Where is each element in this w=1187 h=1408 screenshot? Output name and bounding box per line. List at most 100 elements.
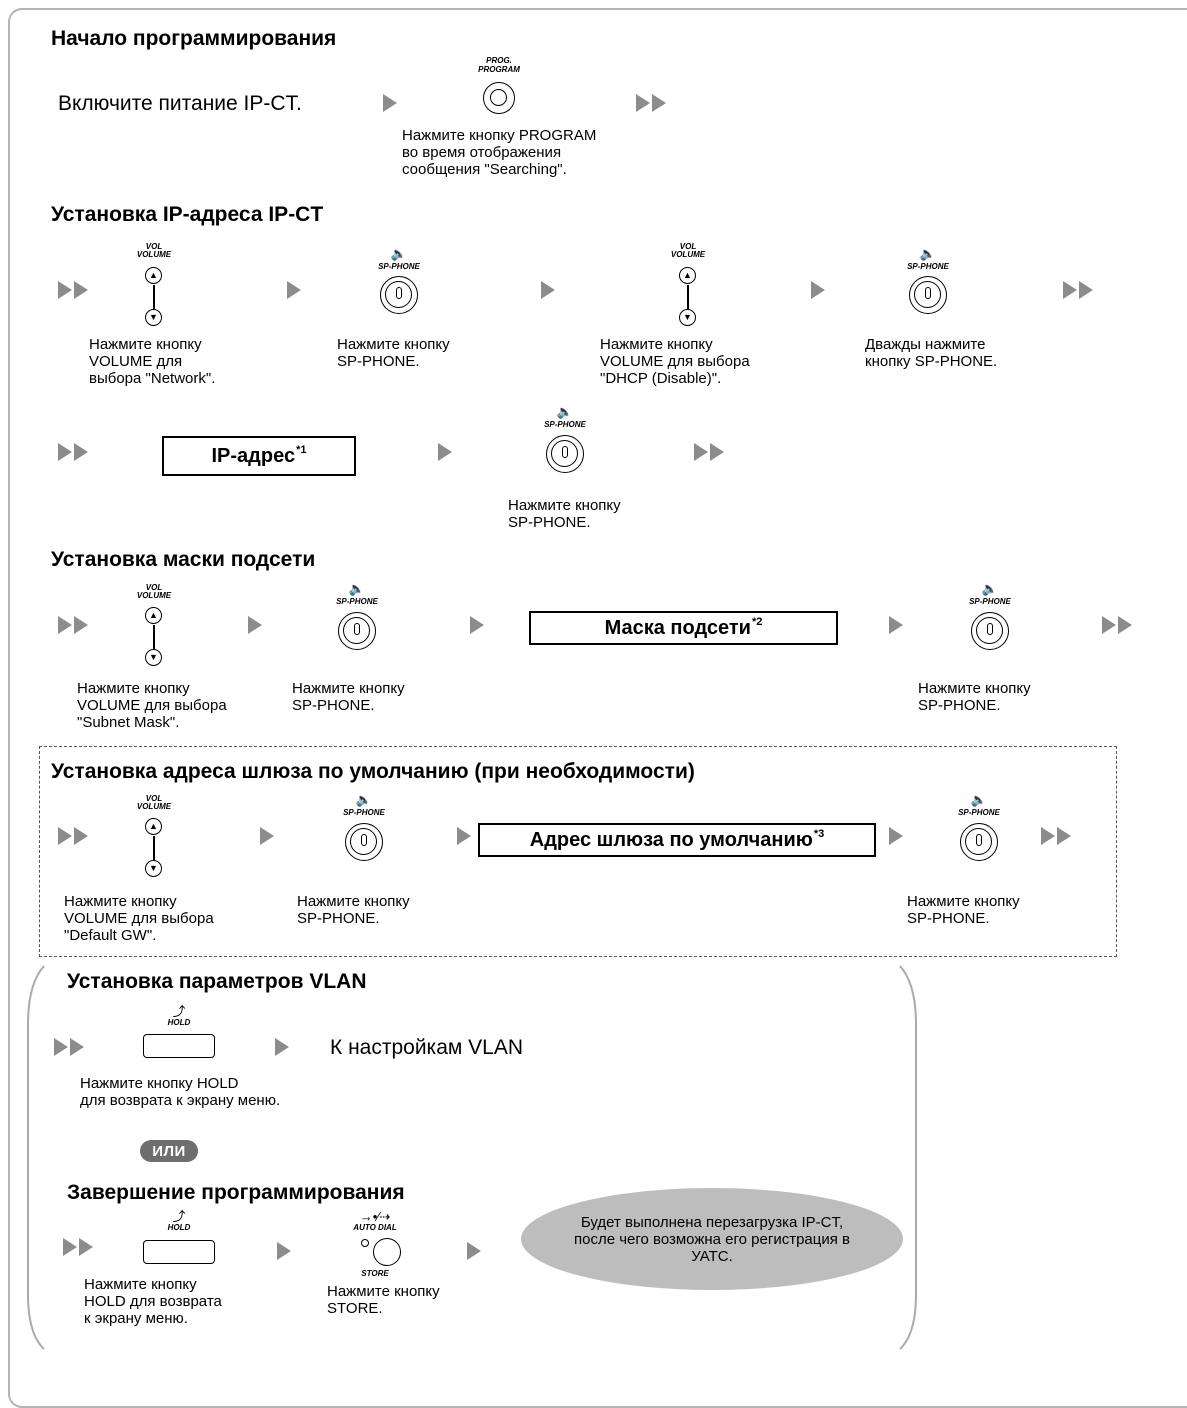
power-on-text: Включите питание IP-CT. [58,92,302,115]
arrow [275,1038,289,1056]
speaker-icon: 🔈 [355,792,373,807]
press-sp-caption: Нажмите кнопку SP-PHONE. [907,893,1020,927]
vol-subnet-caption: Нажмите кнопку VOLUME для выбора "Subnet… [77,680,227,731]
reboot-note: Будет выполнена перезагрузка IP-CT, посл… [521,1188,903,1290]
indicator-dot [361,1239,369,1247]
sp-phone-button [380,276,418,314]
volume-button: ▲ ▼ [678,267,698,327]
volume-up-icon: ▲ [679,267,696,284]
footnote-mark: *1 [296,444,307,456]
double-arrow [58,616,98,634]
hold-key-label: HOLD [167,1018,191,1027]
gateway-optional-frame [39,746,1117,957]
double-arrow [1041,827,1081,845]
sp-key-label: SP-PHONE [378,262,420,271]
store-key-label: STORE [361,1269,389,1278]
press-sp-caption: Нажмите кнопку SP-PHONE. [918,680,1031,714]
double-arrow [54,1038,94,1056]
arrow [889,827,903,845]
vol-key-label: VOLUME [670,250,706,259]
speaker-icon: 🔈 [981,581,999,596]
double-arrow [63,1238,103,1256]
section-title-start: Начало программирования [51,27,337,50]
hold-menu-caption: Нажмите кнопку HOLD для возврата к экран… [80,1075,281,1109]
sp-phone-button [909,276,947,314]
prog-key-small-label: PROG. [486,56,512,65]
prog-key-label: PROGRAM [478,65,520,74]
arrow [260,827,274,845]
vol-key-small-label: VOL [145,583,163,592]
vol-key-label: VOLUME [136,591,172,600]
press-store-caption: Нажмите кнопку STORE. [327,1283,440,1317]
arrow [470,616,484,634]
twice-sp-caption: Дважды нажмите кнопку SP-PHONE. [865,336,998,370]
volume-button: ▲ ▼ [144,607,164,667]
double-arrow [636,94,676,112]
volume-down-icon: ▼ [145,649,162,666]
press-sp-caption: Нажмите кнопку SP-PHONE. [292,680,405,714]
volume-up-icon: ▲ [145,818,162,835]
volume-down-icon: ▼ [145,860,162,877]
to-vlan-text: К настройкам VLAN [330,1036,524,1059]
sp-phone-button [960,823,998,861]
double-arrow [58,281,98,299]
volume-button: ▲ ▼ [144,818,164,878]
subnet-mask-box: Маска подсети*2 [529,611,838,645]
hold-menu-caption: Нажмите кнопку HOLD для возврата к экран… [84,1276,222,1327]
arrow [277,1242,291,1260]
sp-key-label: SP-PHONE [343,808,385,817]
sp-phone-button [971,612,1009,650]
arrow [383,94,397,112]
vol-gw-caption: Нажмите кнопку VOLUME для выбора "Defaul… [64,893,214,944]
auto-dial-key-label: AUTO DIAL [353,1223,397,1232]
arrow [457,827,471,845]
press-sp-caption: Нажмите кнопку SP-PHONE. [508,497,621,531]
hold-transfer-icon: ⤴ [172,1209,186,1224]
volume-separator [687,285,689,309]
speaker-icon: 🔈 [919,246,937,261]
double-arrow [58,827,98,845]
vol-key-small-label: VOL [145,242,163,251]
hold-transfer-icon: ⤴ [172,1004,186,1019]
speaker-icon: 🔈 [556,404,574,419]
right-bracket [899,965,917,1350]
store-button [373,1238,401,1266]
sp-key-label: SP-PHONE [336,597,378,606]
double-arrow [694,443,734,461]
vol-key-label: VOLUME [136,250,172,259]
speaker-icon: 🔈 [390,246,408,261]
arrow [541,281,555,299]
section-title-finish: Завершение программирования [67,1181,405,1204]
double-arrow [1102,616,1142,634]
section-title-mask: Установка маски подсети [51,548,316,571]
volume-down-icon: ▼ [145,309,162,326]
footnote-mark: *3 [813,828,825,840]
arrow [811,281,825,299]
press-sp-caption: Нажмите кнопку SP-PHONE. [297,893,410,927]
arrow [438,443,452,461]
volume-down-icon: ▼ [679,309,696,326]
double-arrow [58,443,98,461]
vol-key-small-label: VOL [679,242,697,251]
sp-phone-button [338,612,376,650]
speaker-icon: 🔈 [970,792,988,807]
arrow [889,616,903,634]
sp-key-label: SP-PHONE [544,420,586,429]
ip-address-label: IP-адрес [211,444,296,467]
speaker-icon: 🔈 [348,581,366,596]
vol-network-caption: Нажмите кнопку VOLUME для выбора "Networ… [89,336,216,387]
volume-separator [153,836,155,860]
vol-dhcp-caption: Нажмите кнопку VOLUME для выбора "DHCP (… [600,336,750,387]
sp-phone-button [546,435,584,473]
sp-key-label: SP-PHONE [969,597,1011,606]
vol-key-label: VOLUME [136,802,172,811]
arrow [248,616,262,634]
volume-up-icon: ▲ [145,267,162,284]
press-program-caption: Нажмите кнопку PROGRAM во время отображе… [402,127,597,178]
arrow [287,281,301,299]
gateway-address-box: Адрес шлюза по умолчанию*3 [478,823,876,857]
double-arrow [1063,281,1103,299]
auto-dial-arrow-icon: →•⁄⇢ [359,1209,391,1224]
volume-separator [153,625,155,649]
gateway-address-label: Адрес шлюза по умолчанию [529,828,813,851]
